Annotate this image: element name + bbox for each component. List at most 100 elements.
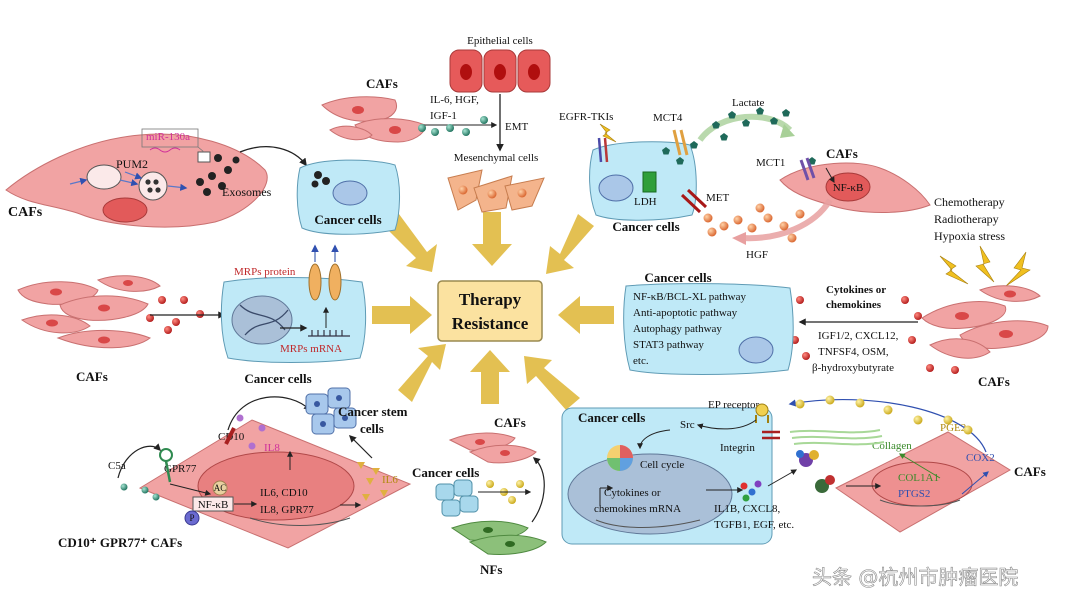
pathway-4: etc. xyxy=(633,355,649,367)
stress-radiotherapy: Radiotherapy xyxy=(934,212,999,226)
cancer-cells-pge2-label: Cancer cells xyxy=(578,410,645,425)
emt-factors-line1: IL-6, HGF, xyxy=(430,94,479,106)
mrna-line2: chemokines mRNA xyxy=(594,503,681,515)
ptgs2-label: PTGS2 xyxy=(898,488,930,500)
mct1-label: MCT1 xyxy=(756,157,785,169)
cell-cycle-icon xyxy=(607,445,633,471)
mct4-label: MCT4 xyxy=(653,112,683,124)
cox2-label: COX2 xyxy=(966,452,995,464)
mesenchymal-label: Mesenchymal cells xyxy=(454,152,539,164)
phospho-label: P xyxy=(189,513,194,523)
mrps-protein-icon xyxy=(308,244,342,301)
mrps-nucleus xyxy=(231,295,293,345)
emt-panel: Epithelial cells EMT IL-6, HGF, IGF-1 Me… xyxy=(418,35,551,213)
nfkb-caf-label: NF-κB xyxy=(833,182,864,194)
col1a1-label: COL1A1 xyxy=(898,472,939,484)
arrow-from-top xyxy=(472,212,512,266)
cafs-pge2-label: CAFs xyxy=(1014,464,1046,479)
arrow-from-left xyxy=(372,296,432,334)
cancer-cells-metabolic-label: Cancer cells xyxy=(612,219,679,234)
pathway-3: STAT3 pathway xyxy=(633,339,704,351)
caf-nucleus xyxy=(102,197,148,223)
mrps-protein-label: MRPs protein xyxy=(234,266,296,278)
cd10-gpr77-caption: CD10⁺ GPR77⁺ CAFs xyxy=(58,535,182,550)
factors-right-line1: IGF1/2, CXCL12, xyxy=(818,330,899,342)
arrow-from-top-right xyxy=(546,214,594,274)
genes-line2: IL8, GPR77 xyxy=(260,504,314,516)
integrin-label: Integrin xyxy=(720,442,755,454)
cancer-cells-pathway-label: Cancer cells xyxy=(644,270,711,285)
cell-cycle-label: Cell cycle xyxy=(640,459,684,471)
nfs-label: NFs xyxy=(480,562,502,577)
gpr77-receptor-icon xyxy=(159,448,173,483)
cancer-cells-mrps-label: Cancer cells xyxy=(244,371,311,386)
c5a-label: C5a xyxy=(108,460,126,472)
mesenchymal-cells xyxy=(447,169,545,213)
cafs-left-label: CAFs xyxy=(8,205,43,220)
nfkb-bottom-label: NF-κB xyxy=(198,499,229,511)
mrps-mrna-icon xyxy=(308,330,350,337)
exosome-panel: PUM2 miR-130a Exosomes CAFs Cancer cells… xyxy=(5,76,426,235)
pathway-0: NF-κB/BCL-XL pathway xyxy=(633,291,746,303)
arrow-from-right xyxy=(558,296,614,334)
arrow-from-bottom xyxy=(470,350,510,404)
mrps-red-dots xyxy=(146,296,204,334)
ep-receptor-icon xyxy=(755,403,769,423)
genes-line1: IL6, CD10 xyxy=(260,487,308,499)
cytokine-pathway-panel: Chemotherapy Radiotherapy Hypoxia stress… xyxy=(623,195,1049,389)
stress-hypoxia: Hypoxia stress xyxy=(934,229,1005,243)
hgf-label: HGF xyxy=(746,249,768,261)
pathway-1: Anti-apoptotic pathway xyxy=(633,307,738,319)
cd10-gpr77-nucleus xyxy=(197,451,355,521)
exosome-dots xyxy=(196,154,240,196)
normal-fibroblasts xyxy=(450,520,547,555)
factors-right-line3: β-hydroxybutyrate xyxy=(812,362,894,374)
cafs-top-cells xyxy=(321,96,426,143)
center-line1: Therapy xyxy=(459,290,522,309)
epithelial-label: Epithelial cells xyxy=(467,35,533,47)
ac-label: AC xyxy=(214,483,227,493)
epithelial-cells xyxy=(449,49,551,93)
stress-lightning-icons xyxy=(939,245,1031,287)
lactate-label: Lactate xyxy=(732,97,764,109)
cancer-cells-nf-label: Cancer cells xyxy=(412,465,479,480)
pge2-dots xyxy=(795,395,973,435)
cafs-bottom-label: CAFs xyxy=(494,415,526,430)
ldh-icon xyxy=(642,171,657,193)
cancer-stem-line1: Cancer stem xyxy=(338,404,408,419)
egfr-lightning-icon xyxy=(599,123,617,143)
receptor-blobs xyxy=(796,450,835,493)
lactate-dots xyxy=(662,107,816,165)
nf-conversion-panel: CAFs Cancer cells NFs xyxy=(412,415,547,577)
pathway-2: Autophagy pathway xyxy=(633,323,722,335)
pge2-label: PGE2 xyxy=(940,422,966,434)
mrps-panel: CAFs MRPs mRNA MRPs protein Cancer cells xyxy=(17,244,367,386)
emt-factors-line2: IGF-1 xyxy=(430,110,457,122)
pge2-panel: Cancer cells EP receptor Src Integrin Ce… xyxy=(561,395,1046,545)
mirna-label: miR-130a xyxy=(146,131,190,143)
egfr-tkis-label: EGFR-TKIs xyxy=(559,111,613,123)
multivesicular-body xyxy=(138,171,168,201)
pum2-label: PUM2 xyxy=(116,157,148,171)
met-label: MET xyxy=(706,192,730,204)
src-label: Src xyxy=(680,419,695,431)
cd10-gpr77-panel: CD10 GPR77 C5a AC NF-κB P IL6, CD10 IL8,… xyxy=(58,387,412,550)
exosomes-label: Exosomes xyxy=(222,185,272,199)
arrow-from-bottom-left xyxy=(398,344,446,402)
secreted-line2: TGFB1, EGF, etc. xyxy=(714,519,794,531)
caf-vesicle xyxy=(86,164,122,190)
secreted-line1: IL1B, CXCL8, xyxy=(714,503,781,515)
c5a-dots xyxy=(120,483,160,501)
cafs-top-label: CAFs xyxy=(366,76,398,91)
emt-factor-dots xyxy=(418,116,488,136)
mrps-mrna-label: MRPs mRNA xyxy=(280,343,342,355)
cafs-bottom-cells xyxy=(448,432,537,464)
cancer-nucleus-pge2 xyxy=(567,453,733,535)
il6-label: IL6 xyxy=(382,474,398,486)
cafs-left-cluster xyxy=(17,275,161,349)
center-line2: Resistance xyxy=(452,314,529,333)
emt-label: EMT xyxy=(505,121,529,133)
factors-right-line2: TNFSF4, OSM, xyxy=(818,346,889,358)
